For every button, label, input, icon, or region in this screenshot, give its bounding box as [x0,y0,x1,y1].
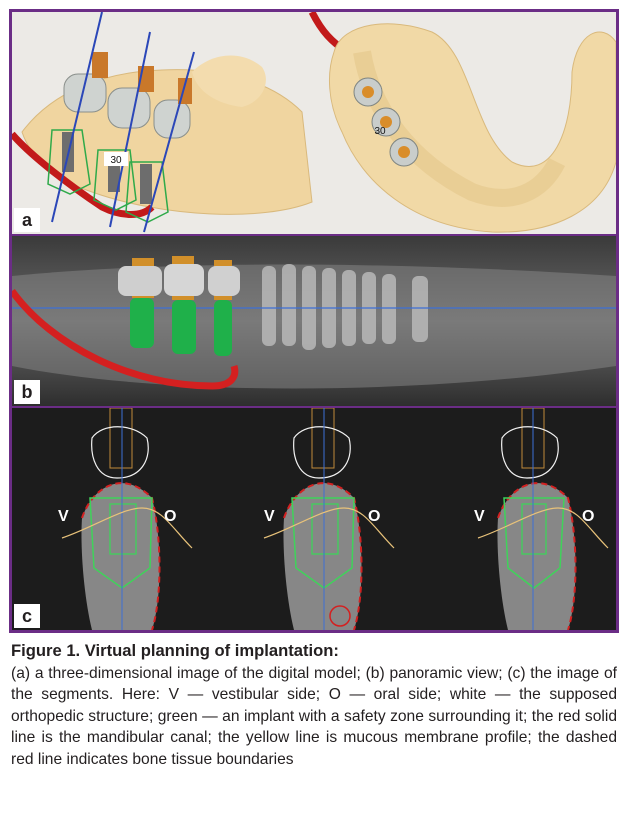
panel-a-3d-model: 30 30 a [12,12,616,234]
panel-c-segments: V O V O V O c [12,408,616,630]
panel-a-label: a [14,208,40,232]
panel-b-label: b [14,380,40,404]
segment-2 [263,408,395,630]
vestibular-label-1: V [58,508,69,525]
oral-label-2: O [368,508,381,525]
panel-c-label: c [14,604,40,628]
panel-b-panoramic: b [12,236,616,406]
vestibular-label-2: V [264,508,275,525]
tooth-number-right: 30 [374,126,386,137]
segments-image [12,408,616,630]
caption-body: (a) a three-dimensional image of the dig… [11,664,617,768]
vestibular-label-3: V [474,508,485,525]
oral-label-1: O [164,508,177,525]
segment-3 [477,408,609,630]
model-3d-image: 30 30 [12,12,616,234]
tooth-number-left: 30 [110,155,122,166]
caption-title: Figure 1. Virtual planning of implantati… [11,641,339,660]
mandibular-canal [12,288,239,390]
implant-heads-right-view [353,77,419,167]
segment-1 [61,408,193,630]
implants-panoramic [118,256,240,356]
figure-frame: 30 30 a [9,9,619,633]
oral-label-3: O [582,508,595,525]
figure-caption: Figure 1. Virtual planning of implantati… [11,640,617,770]
panoramic-image [12,236,616,406]
crowns-left-view [51,12,195,233]
